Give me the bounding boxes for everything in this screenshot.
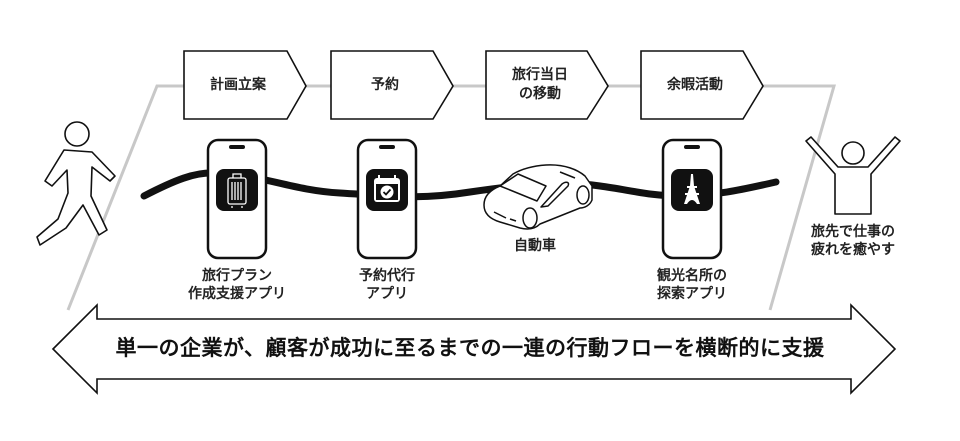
touchpoint-label-car: 自動車 [514, 238, 556, 254]
phone-1 [206, 138, 268, 260]
suitcase-icon [227, 173, 247, 208]
calendar-check-icon [374, 175, 400, 202]
end-persona-label: 旅先で仕事の 疲れを癒やす [811, 224, 895, 258]
step-chevron-2 [330, 50, 454, 120]
banner-double-arrow [51, 303, 897, 395]
banner-text: 単一の企業が、顧客が成功に至るまでの一連の行動フローを横断的に支援 [115, 336, 825, 360]
step-chevron-4 [640, 50, 764, 120]
walking-person-icon [36, 121, 116, 246]
step-label-booking: 予約 [371, 76, 399, 93]
phone-2 [356, 138, 418, 260]
cheering-person-icon [805, 136, 901, 215]
step-chevron-1 [183, 50, 307, 120]
touchpoint-label-booking-app: 予約代行 アプリ [359, 268, 415, 302]
step-label-planning: 計画立案 [210, 76, 266, 93]
eiffel-tower-icon [684, 174, 700, 204]
step-chevron-3 [485, 50, 609, 120]
phone-4 [661, 138, 723, 260]
car-icon [483, 164, 593, 230]
touchpoint-label-sightseeing-app: 観光名所の 探索アプリ [657, 268, 727, 302]
step-label-travel-day: 旅行当日 の移動 [512, 67, 568, 102]
touchpoint-label-trip-planner: 旅行プラン 作成支援アプリ [188, 268, 286, 302]
step-label-leisure: 余暇活動 [667, 76, 723, 93]
step-chevrons [183, 50, 764, 120]
